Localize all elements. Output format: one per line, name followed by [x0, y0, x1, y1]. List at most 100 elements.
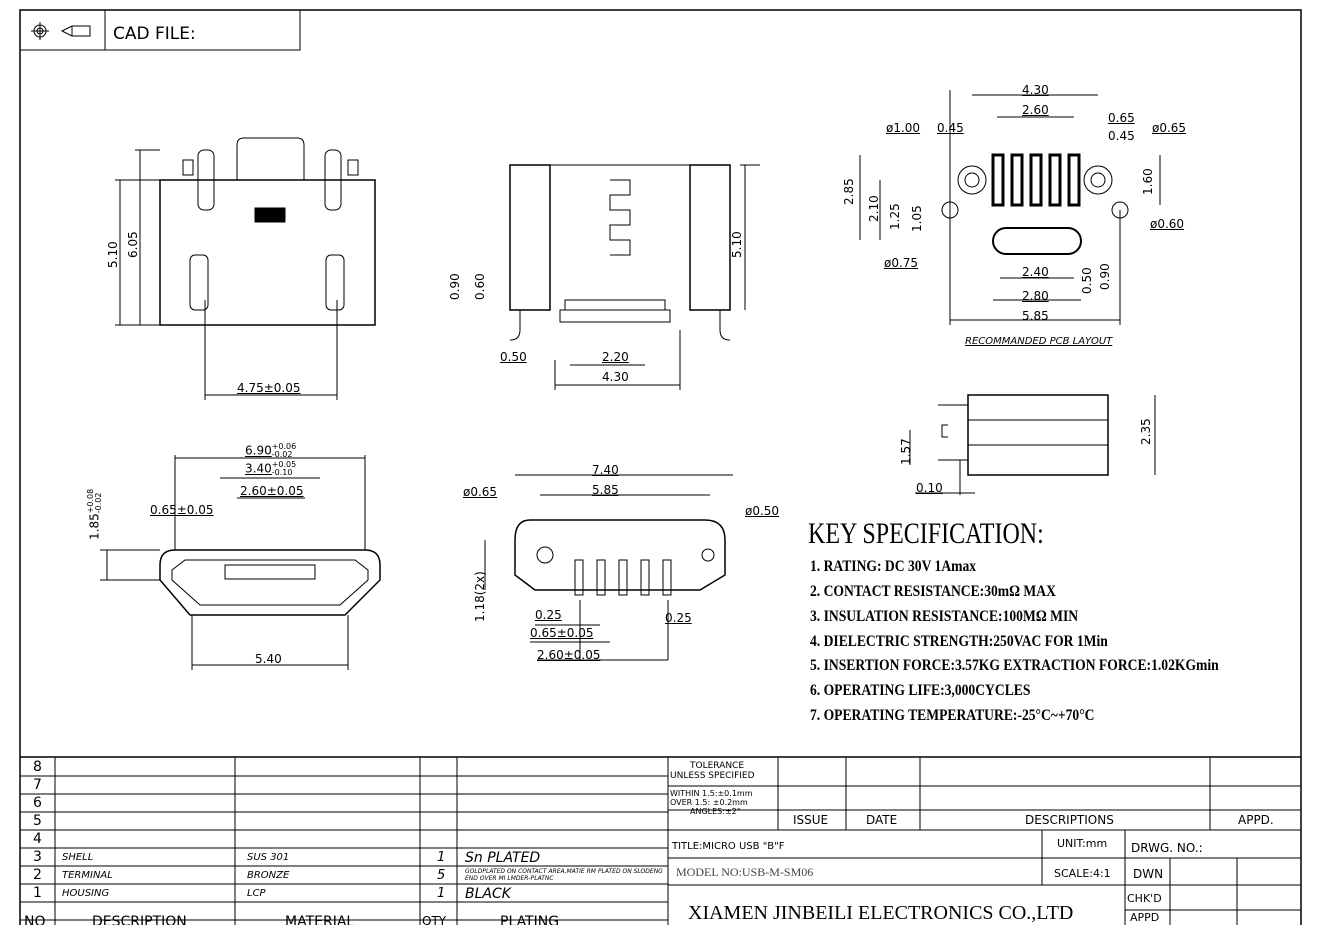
bom-header-material: MATERIAL: [285, 914, 355, 925]
key-spec-item: 5. INSERTION FORCE:3.57KG EXTRACTION FOR…: [810, 657, 1219, 674]
profile-view: [909, 394, 1156, 495]
front-view: [115, 137, 376, 400]
dim-bottom-h1: 1.18(2x): [473, 571, 487, 622]
dim-mating-w3: 2.60±0.05: [240, 484, 304, 498]
dim-pcb-p1: 0.65: [1108, 111, 1135, 125]
dim-pcb-h7: 0.90: [1098, 263, 1112, 290]
dim-bottom-p3: 0.65±0.05: [530, 626, 594, 640]
dim-pcb-dia3: ø0.60: [1150, 217, 1185, 231]
dim-side-height: 5.10: [730, 231, 744, 258]
tolerance-label: TOLERANCE: [690, 761, 745, 771]
dim-side-d1: 0.90: [448, 273, 462, 300]
date-header: DATE: [866, 813, 898, 827]
bom-header-plating: PLATING: [500, 914, 560, 925]
dim-pcb-dia1: ø1.00: [886, 121, 921, 135]
dim-pcb-h4: 1.05: [910, 205, 924, 232]
dim-front-width: 4.75±0.05: [237, 381, 301, 395]
key-spec-item: 4. DIELECTRIC STRENGTH:250VAC FOR 1Min: [810, 633, 1108, 650]
dim-mating-w2: 3.40+0.05-0.10: [245, 461, 296, 477]
dim-mating-w4: 0.65±0.05: [150, 503, 214, 517]
dim-pcb-dia4: ø0.75: [884, 256, 919, 270]
dim-mating-w5: 5.40: [255, 652, 282, 666]
bom-header-desc: DESCRIPTION: [92, 914, 187, 925]
unit-label: UNIT:mm: [1057, 837, 1108, 850]
checked-label: CHK'D: [1127, 892, 1162, 905]
key-spec-title: KEY SPECIFICATION:: [808, 517, 1044, 550]
bom-table-lines: [20, 756, 1301, 925]
bom-header-no: NO: [24, 914, 46, 925]
dim-pcb-h5: 1.60: [1141, 168, 1155, 195]
mating-face-view: [100, 455, 381, 670]
sheet-border: [19, 9, 1302, 925]
drawn-label: DWN: [1133, 867, 1164, 881]
dim-pcb-h3: 1.25: [888, 203, 902, 230]
dim-bottom-w1: 7.40: [592, 463, 619, 477]
bom-header-qty: QTY: [422, 914, 447, 925]
dim-side-d3: 0.50: [500, 350, 527, 364]
key-spec-item: 1. RATING: DC 30V 1Amax: [810, 558, 977, 575]
dim-profile-h2: 1.57: [899, 438, 913, 465]
bom-no: 7: [33, 777, 42, 793]
dim-side-d5: 4.30: [602, 370, 629, 384]
bom-qty: 1: [437, 886, 446, 901]
bom-no: 6: [33, 795, 42, 811]
tol-plus: +0.06: [271, 442, 297, 451]
key-spec-item: 6. OPERATING LIFE:3,000CYCLES: [810, 682, 1031, 699]
tol-plus: +0.05: [271, 460, 297, 469]
dim-front-height-2: 6.05: [126, 231, 140, 258]
dim-value: 6.90: [245, 443, 272, 458]
dim-bottom-w2: 5.85: [592, 483, 619, 497]
tolerance-within: WITHIN 1.5:±0.1mm: [670, 789, 753, 798]
dim-bottom-p1: 0.25: [535, 608, 562, 622]
dim-value: 1.85: [87, 513, 102, 540]
bom-no: 5: [33, 813, 42, 829]
bom-no: 3: [33, 849, 42, 865]
issue-header: ISSUE: [793, 813, 829, 827]
dim-pcb-p3: 0.45: [937, 121, 964, 135]
pcb-layout-view: [859, 90, 1161, 325]
tolerance-angles: ANGLES:±2°: [690, 807, 741, 816]
dim-pcb-h2: 2.10: [867, 195, 881, 222]
company-name: XIAMEN JINBEILI ELECTRONICS CO.,LTD: [688, 902, 1074, 924]
bottom-view: [484, 474, 733, 661]
dim-pcb-w3: 2.40: [1022, 265, 1049, 279]
dim-bottom-p4: 2.60±0.05: [537, 648, 601, 662]
tol-minus: -0.02: [271, 450, 293, 459]
approved-label: APPD: [1130, 911, 1160, 924]
tol-minus: -0.02: [94, 492, 103, 514]
cad-file-label: CAD FILE:: [113, 24, 196, 44]
bom-material: SUS 301: [247, 852, 290, 863]
scale-label: SCALE:4:1: [1054, 867, 1111, 880]
bom-desc: TERMINAL: [62, 870, 113, 881]
key-spec-item: 7. OPERATING TEMPERATURE:-25°C~+70°C: [810, 707, 1095, 724]
title-block-lines: [668, 757, 1301, 925]
dim-bottom-dia2: ø0.50: [745, 504, 780, 518]
dim-pcb-dia2: ø0.65: [1152, 121, 1187, 135]
dim-profile-w: 0.10: [916, 481, 943, 495]
dim-pcb-p2: 0.45: [1108, 129, 1135, 143]
bom-plating: Sn PLATED: [465, 850, 541, 866]
key-spec-item: 3. INSULATION RESISTANCE:100MΩ MIN: [810, 608, 1079, 625]
key-spec-item: 2. CONTACT RESISTANCE:30mΩ MAX: [810, 583, 1056, 600]
bom-plating: BLACK: [465, 886, 511, 902]
model-number: MODEL NO:USB-M-SM06: [676, 865, 814, 879]
bom-desc: SHELL: [62, 852, 94, 863]
dim-front-height-1: 5.10: [106, 241, 120, 268]
dim-pcb-h1: 2.85: [842, 178, 856, 205]
bom-qty: 1: [437, 850, 446, 865]
dim-mating-w1: 6.90+0.06-0.02: [245, 443, 296, 459]
dim-pcb-w5: 5.85: [1022, 309, 1049, 323]
tol-minus: -0.10: [271, 468, 293, 477]
dim-mating-h1: 1.85+0.08-0.02: [86, 489, 103, 540]
bom-material: BRONZE: [247, 870, 290, 881]
bom-material: LCP: [247, 888, 266, 899]
dim-pcb-w2: 2.60: [1022, 103, 1049, 117]
dim-pcb-w4: 2.80: [1022, 289, 1049, 303]
dim-pcb-w1: 4.30: [1022, 83, 1049, 97]
dim-profile-h: 2.35: [1139, 418, 1153, 445]
bom-qty: 5: [437, 868, 446, 883]
appd-header: APPD.: [1238, 813, 1274, 827]
drawing-number-label: DRWG. NO.:: [1131, 841, 1203, 855]
